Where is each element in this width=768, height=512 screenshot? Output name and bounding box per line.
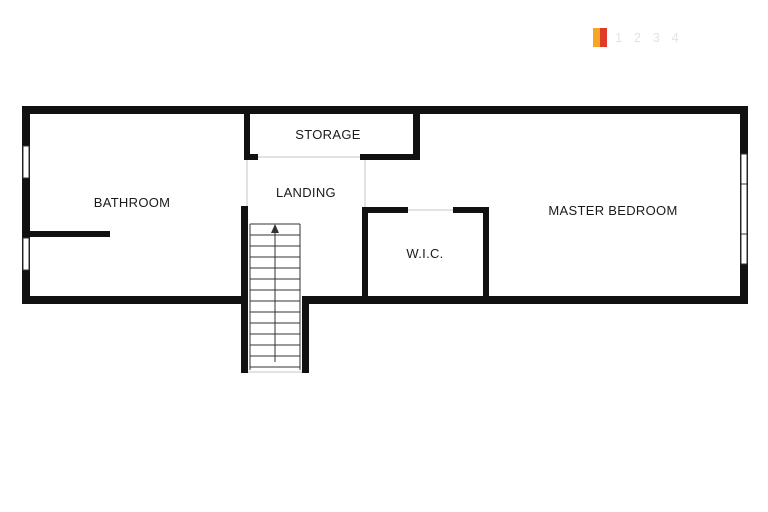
room-label-storage: STORAGE: [295, 127, 360, 142]
bathroom-partition-upper: [244, 106, 250, 158]
interior-walls: [22, 106, 489, 304]
window-bathroom-upper: [22, 145, 30, 179]
watermark-logo: 1 2 3 4: [593, 27, 683, 47]
stair-wall-left: [241, 206, 248, 373]
wall-bottom-left: [22, 296, 248, 304]
storage-right-wall: [413, 106, 420, 160]
stair-wall-right: [302, 296, 309, 373]
logo-orange-block: [593, 27, 600, 47]
wic-top-left: [362, 207, 408, 213]
staircase: [249, 223, 301, 370]
window-bathroom-lower: [22, 237, 30, 271]
stair-arrow-head: [271, 224, 279, 233]
window-bedroom-lower: [740, 233, 748, 265]
wic-top-right: [453, 207, 489, 213]
wall-top: [22, 106, 748, 114]
door-openings: [246, 156, 453, 373]
logo-text: 1 2 3 4: [615, 29, 683, 45]
wall-bottom-right: [302, 296, 748, 304]
stair-walls: [241, 206, 309, 373]
wic-left-wall: [362, 207, 368, 304]
room-label-bathroom: BATHROOM: [94, 195, 171, 210]
bathroom-stub-wall: [22, 231, 110, 237]
room-label-landing: LANDING: [276, 185, 336, 200]
windows: [22, 145, 748, 271]
logo-red-block: [600, 27, 607, 47]
window-bedroom-upper: [740, 153, 748, 185]
wic-right-wall: [483, 207, 489, 304]
storage-bottom-right: [360, 154, 420, 160]
room-label-wic: W.I.C.: [406, 246, 443, 261]
storage-bottom-left: [244, 154, 258, 160]
wall-left: [22, 106, 30, 304]
window-bedroom-middle: [740, 183, 748, 235]
room-label-master-bedroom: MASTER BEDROOM: [548, 203, 677, 218]
